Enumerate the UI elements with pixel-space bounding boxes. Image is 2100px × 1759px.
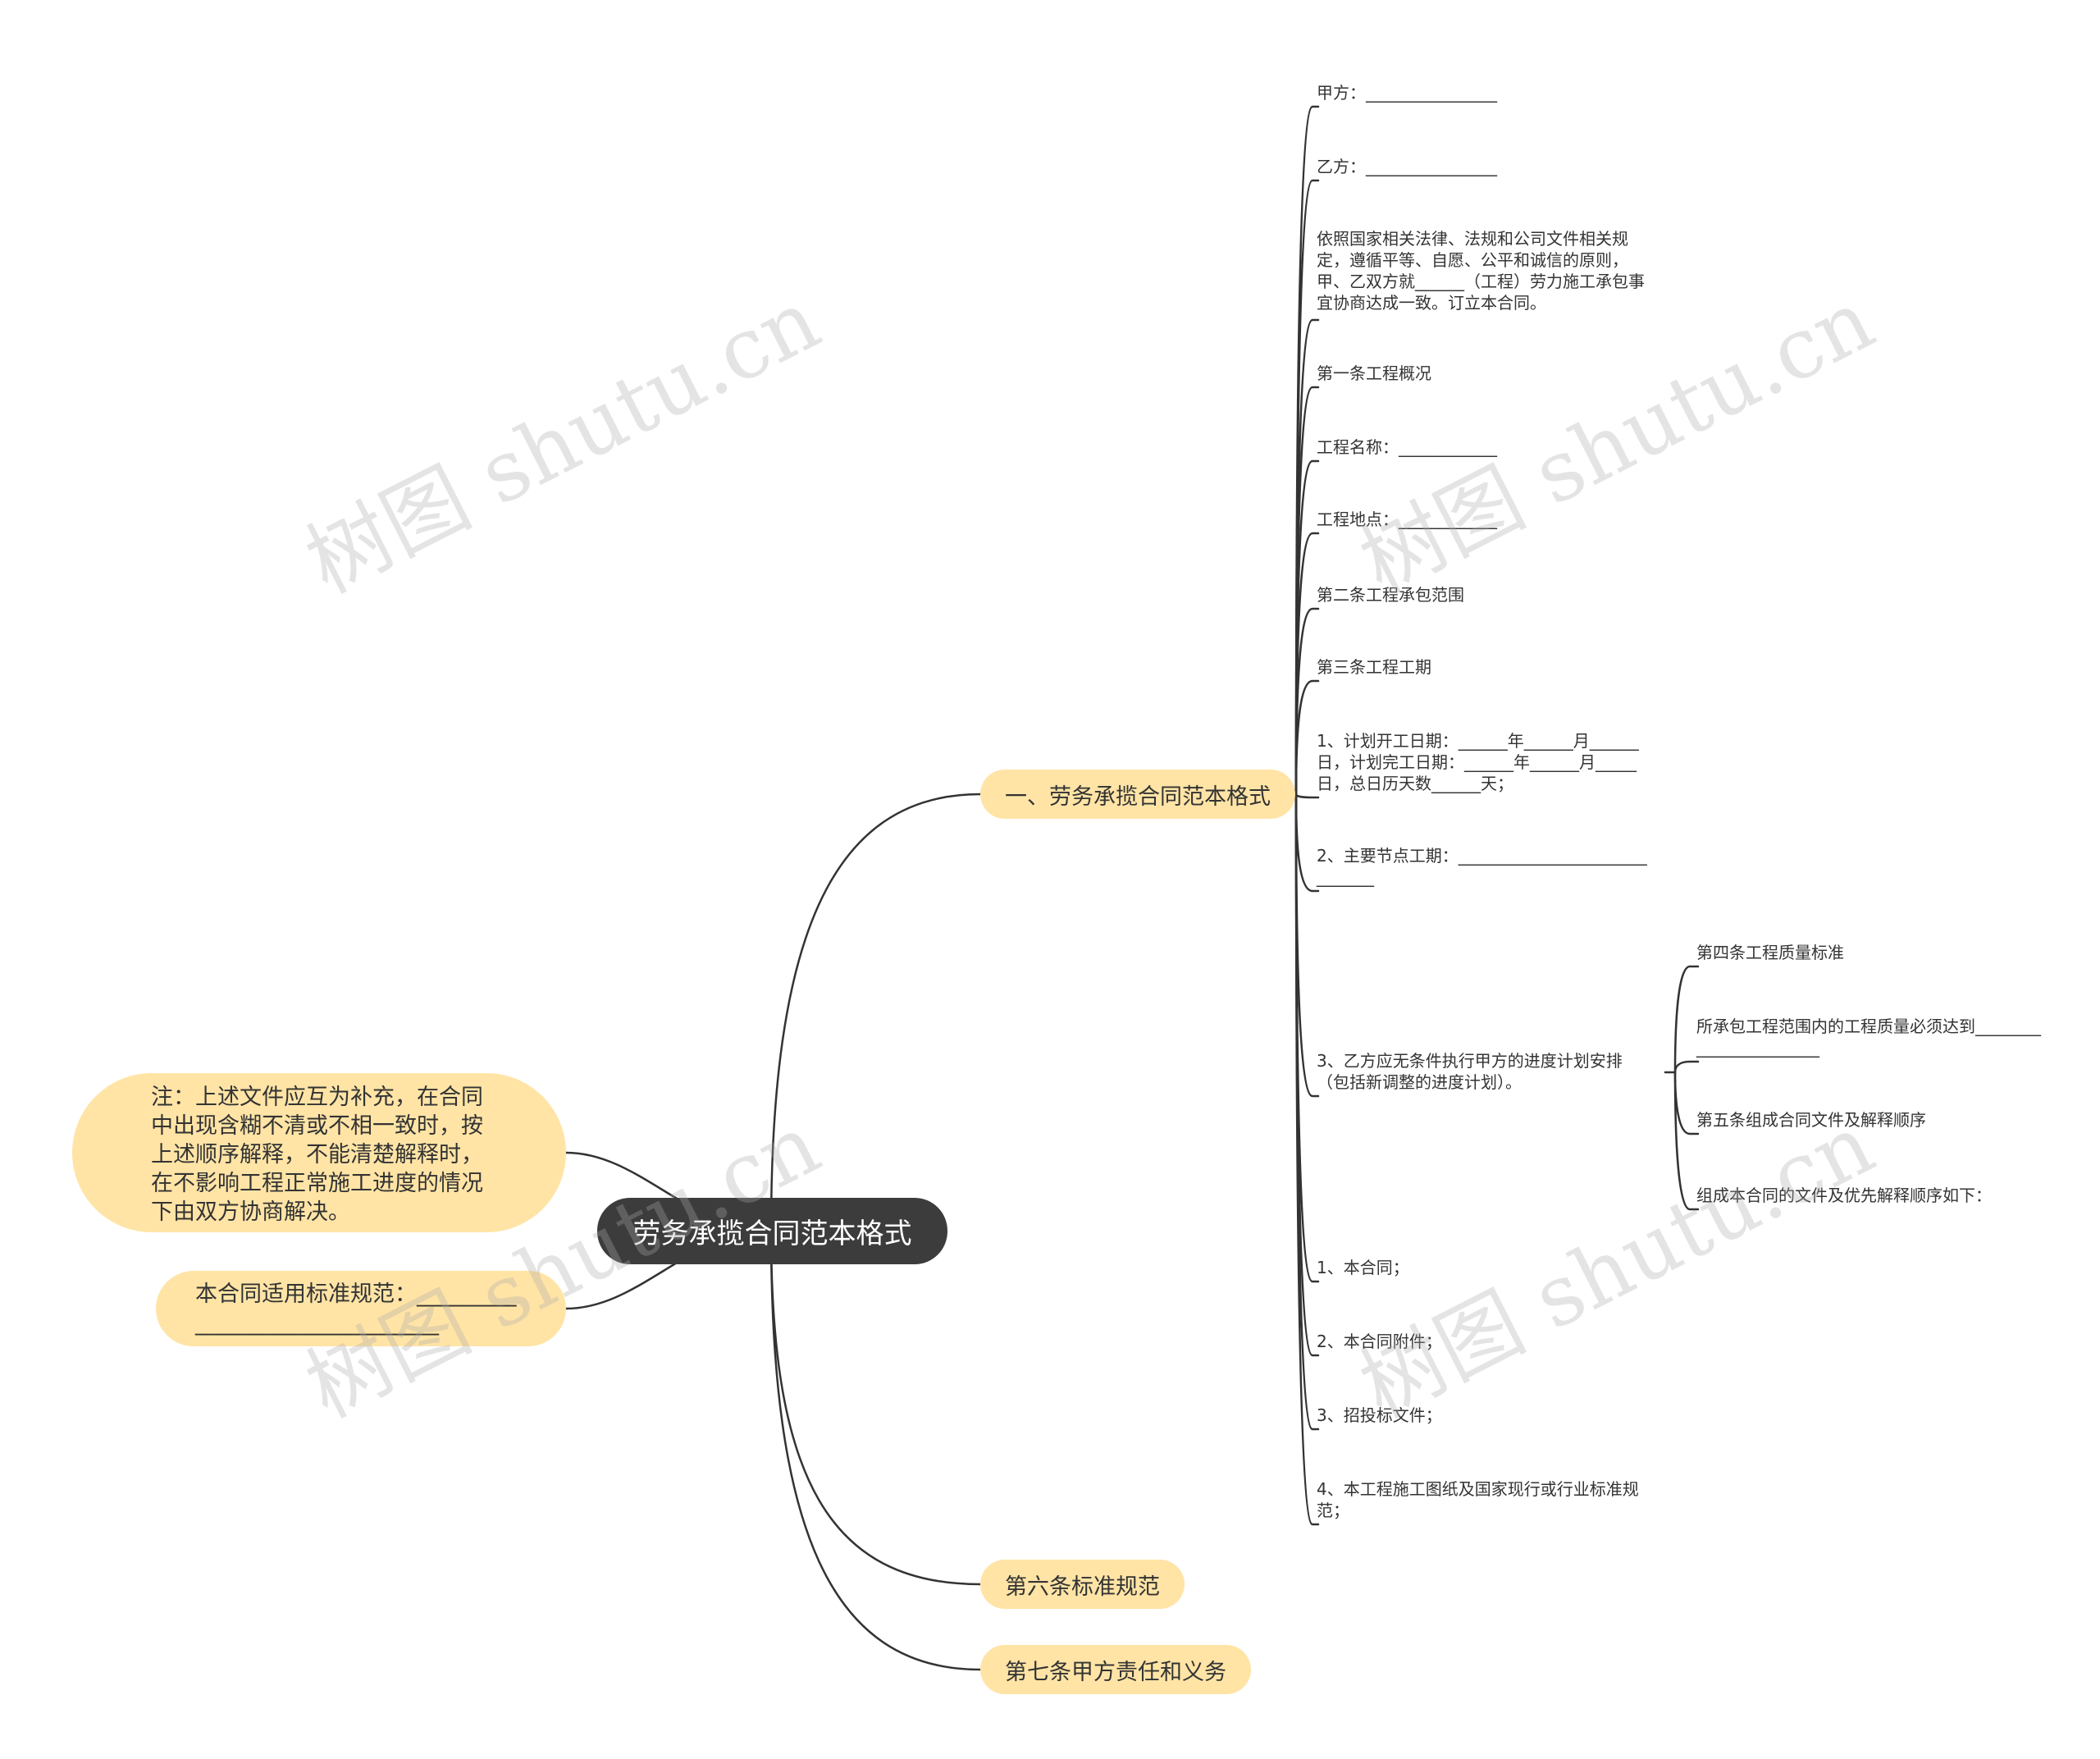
leaf-item[interactable]: 甲方：________________	[1317, 83, 1497, 103]
branch-applicable-standard[interactable]: 本合同适用标准规范：______________________________…	[156, 1271, 566, 1346]
leaf-item[interactable]: 4、本工程施工图纸及国家现行或行业标准规范；	[1317, 1479, 1639, 1520]
leaf-connector	[1294, 793, 1320, 893]
subleaf-item[interactable]: 所承包工程范围内的工程质量必须达到_______________________	[1696, 1017, 2041, 1058]
leaf-item[interactable]: 第一条工程概况	[1317, 363, 1431, 383]
branch-article-six[interactable]: 第六条标准规范	[980, 1560, 1185, 1609]
branch-note[interactable]: 注：上述文件应互为补充，在合同中出现含糊不清或不相一致时，按上述顺序解释，不能清…	[72, 1073, 566, 1232]
leaf-item[interactable]: 3、招投标文件；	[1317, 1405, 1442, 1425]
subleaf-connector	[1673, 965, 1700, 1074]
branch-article-seven[interactable]: 第七条甲方责任和义务	[980, 1645, 1251, 1694]
leaf-item[interactable]: 乙方：________________	[1317, 157, 1497, 176]
leaf-item[interactable]: 1、本合同；	[1317, 1258, 1409, 1277]
branch-contract-format[interactable]: 一、劳务承揽合同范本格式	[980, 770, 1295, 819]
leaf-connector	[1294, 679, 1320, 796]
leaf-item[interactable]: 2、本合同附件；	[1317, 1332, 1442, 1351]
leaf-connector	[1294, 793, 1320, 799]
leaf-item[interactable]: 第三条工程工期	[1317, 657, 1431, 677]
leaf-item[interactable]: 工程地点：____________	[1317, 509, 1497, 529]
branch-label: 第七条甲方责任和义务	[1005, 1659, 1226, 1685]
subleaf-item[interactable]: 第四条工程质量标准	[1696, 943, 1844, 962]
subleaf-connector	[1673, 1071, 1700, 1211]
leaf-connector	[1294, 607, 1320, 796]
leaf-connector	[1294, 793, 1320, 1526]
leaf-item[interactable]: 3、乙方应无条件执行甲方的进度计划安排（包括新调整的进度计划）。	[1317, 1051, 1623, 1092]
branch-label: 第六条标准规范	[1005, 1574, 1160, 1600]
leaf-item[interactable]: 2、主要节点工期：______________________________	[1317, 846, 1647, 887]
root-label: 劳务承揽合同范本格式	[632, 1218, 912, 1250]
root-node[interactable]: 劳务承揽合同范本格式	[597, 1198, 947, 1264]
subleaf-connector	[1673, 1071, 1700, 1135]
subleaf-item[interactable]: 组成本合同的文件及优先解释顺序如下：	[1696, 1186, 1992, 1205]
subleaf-connector	[1673, 1060, 1700, 1074]
standard-text: 本合同适用标准规范：______________________________…	[195, 1282, 517, 1336]
leaf-item[interactable]: 依照国家相关法律、法规和公司文件相关规定，遵循平等、自愿、公平和诚信的原则，甲、…	[1317, 229, 1645, 313]
leaf-item[interactable]: 1、计划开工日期：______年______月______日，计划完工日期：__…	[1317, 731, 1639, 793]
leaf-connector	[1294, 793, 1320, 1098]
leaf-item[interactable]: 第二条工程承包范围	[1317, 585, 1464, 605]
note-text: 注：上述文件应互为补充，在合同中出现含糊不清或不相一致时，按上述顺序解释，不能清…	[151, 1085, 483, 1225]
leaf-item[interactable]: 工程名称：____________	[1317, 437, 1497, 457]
subleaf-item[interactable]: 第五条组成合同文件及解释顺序	[1696, 1110, 1926, 1130]
branch-label: 一、劳务承揽合同范本格式	[1005, 784, 1271, 810]
